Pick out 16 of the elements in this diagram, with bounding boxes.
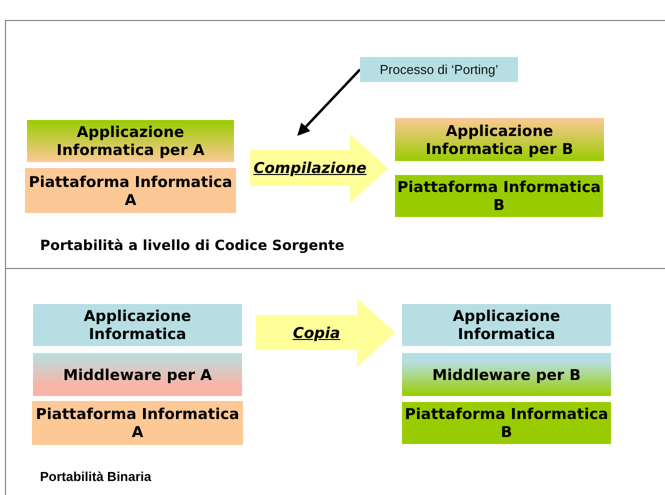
layer-box: Piattaforma Informatica B	[395, 175, 603, 217]
section-caption: Portabilità Binaria	[40, 469, 152, 484]
layer-box: Piattaforma Informatica A	[32, 401, 243, 445]
leader-arrow	[297, 68, 361, 136]
arrow-label: Copia	[292, 322, 342, 344]
layer-box: Applicazione Informatica	[402, 304, 611, 346]
layer-box: Middleware per B	[402, 353, 611, 396]
layer-box: Piattaforma Informatica B	[402, 402, 611, 444]
layer-box: Piattaforma Informatica A	[25, 168, 236, 213]
layer-box: Middleware per A	[33, 353, 242, 396]
section-caption: Portabilità a livello di Codice Sorgente	[40, 238, 344, 254]
layer-box: Applicazione Informatica	[33, 304, 242, 346]
layer-box: Applicazione Informatica per A	[27, 120, 234, 162]
layer-box: Applicazione Informatica per B	[395, 118, 604, 161]
callout-box: Processo di ‘Porting’	[360, 57, 518, 82]
arrow-label: Compilazione	[252, 158, 368, 179]
